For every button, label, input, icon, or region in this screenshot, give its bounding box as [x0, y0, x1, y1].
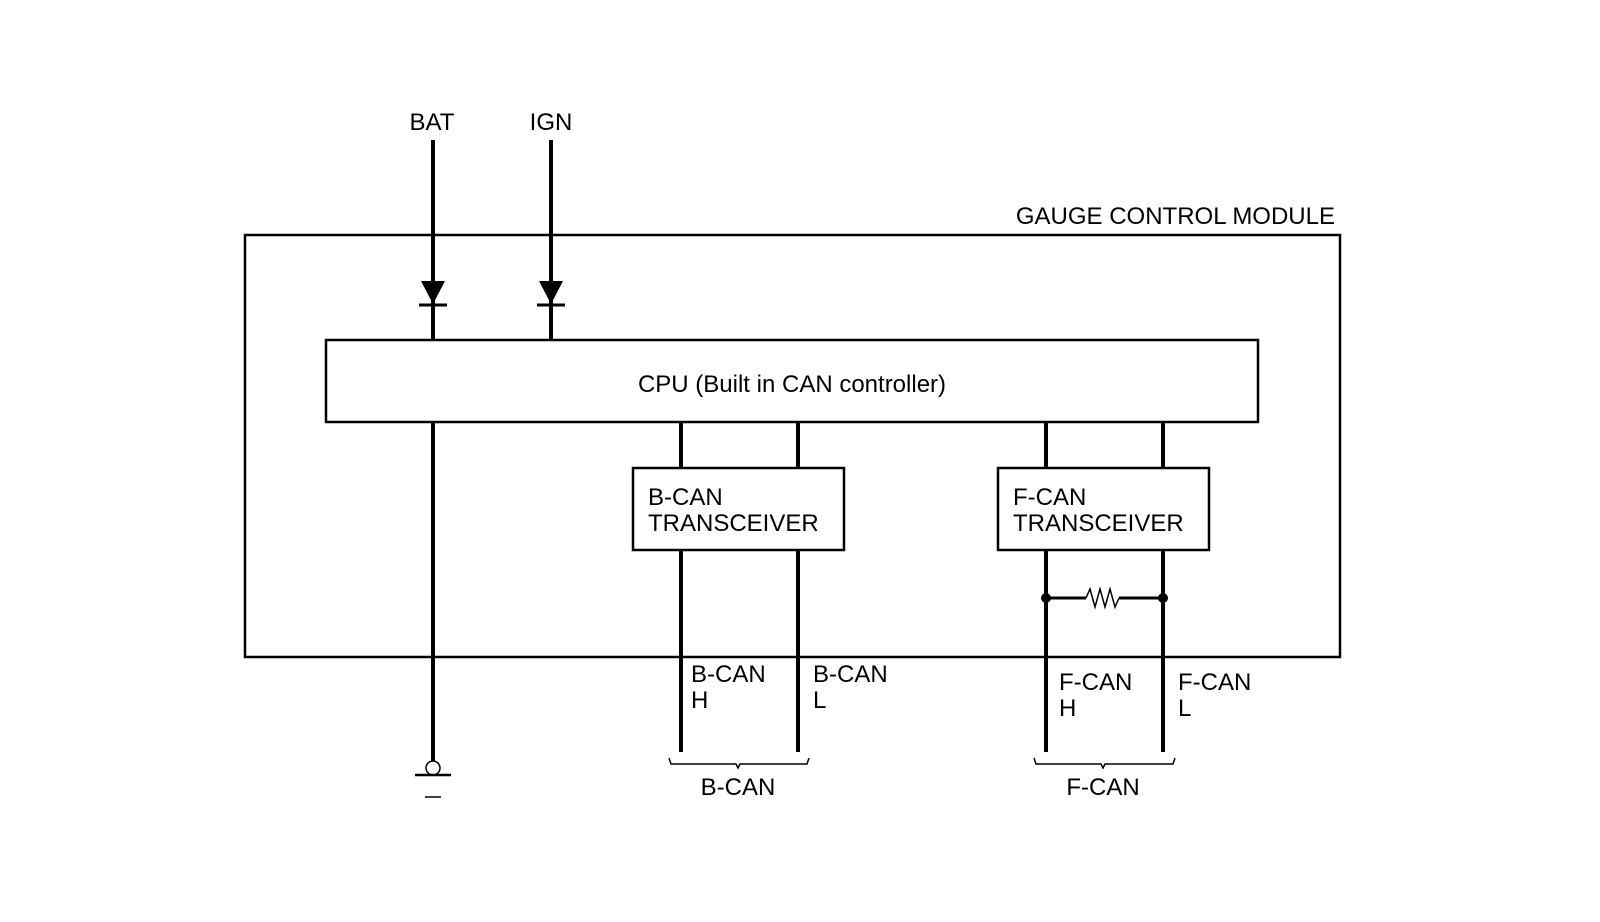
gauge-control-module-box [243, 233, 1342, 659]
bcan-l-label-line2: L [813, 687, 826, 714]
fcan-h-label-line2: H [1059, 695, 1076, 722]
fcan-h-label-line1: F-CAN [1059, 669, 1132, 696]
bat-label: BAT [410, 109, 455, 136]
ground-icon [415, 760, 451, 798]
bcan-bus-label: B-CAN [701, 774, 776, 801]
bcan-h-label-line2: H [691, 687, 708, 714]
bcan-transceiver-box [631, 466, 846, 552]
bat-line [419, 140, 447, 340]
bcan-l-label-line1: B-CAN [813, 661, 888, 688]
fcan-bus-label: F-CAN [1066, 774, 1139, 801]
bcan-transceiver-line2: TRANSCEIVER [648, 510, 819, 537]
fcan-transceiver-line1: F-CAN [1013, 484, 1086, 511]
cpu-box [324, 338, 1260, 424]
fcan-brace [1033, 757, 1176, 770]
bcan-transceiver-line1: B-CAN [648, 484, 723, 511]
diode-icon [419, 281, 447, 307]
diode-icon [537, 281, 565, 307]
fcan-transceiver-line2: TRANSCEIVER [1013, 510, 1184, 537]
module-label: GAUGE CONTROL MODULE [1016, 203, 1335, 230]
fcan-l-label-line1: F-CAN [1178, 669, 1251, 696]
bcan-brace [668, 757, 810, 770]
cpu-label: CPU (Built in CAN controller) [638, 371, 946, 398]
fcan-transceiver-box [996, 466, 1211, 552]
bcan-h-label-line1: B-CAN [691, 661, 766, 688]
resistor-icon [1041, 586, 1168, 610]
ign-label: IGN [530, 109, 573, 136]
ign-line [537, 140, 565, 340]
fcan-l-label-line2: L [1178, 695, 1191, 722]
